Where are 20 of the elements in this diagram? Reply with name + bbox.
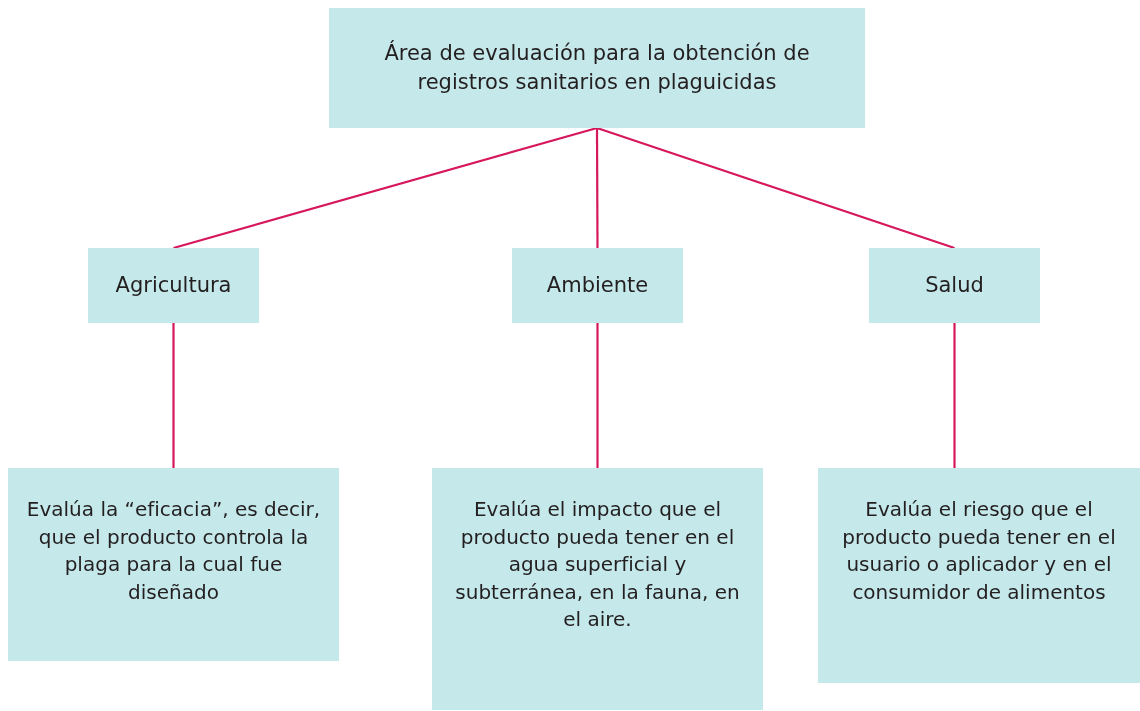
connector-line [172, 323, 175, 468]
box-text: Ambiente [546, 272, 649, 299]
text-box [88, 248, 259, 323]
text-box [432, 468, 763, 710]
text-box [818, 468, 1140, 683]
connector-line [596, 126, 955, 250]
box-text: Evalúa la “eficacia”, es decir, que el producto controla la plaga para la cual fue diseñado [25, 496, 322, 606]
connector-line [596, 323, 599, 468]
box-text: Área de evaluación para la obtención de registros sanitarios en plaguicidas [383, 39, 811, 96]
box-text: Agricultura [115, 272, 232, 299]
text-box [869, 248, 1040, 323]
connector-line [173, 126, 598, 250]
box-text: Salud [925, 272, 984, 299]
text-box [512, 248, 683, 323]
connector-line [953, 323, 956, 468]
box-text: Evalúa el riesgo que el producto pueda tener en el usuario o aplicador y en el consumidor de alimentos [841, 496, 1117, 606]
box-text: Evalúa el impacto que el producto pueda tener en el agua superficial y subterránea, en la fauna, en el aire. [454, 496, 741, 634]
text-box [8, 468, 339, 661]
text-box [329, 8, 865, 128]
connector-line [595, 128, 599, 248]
